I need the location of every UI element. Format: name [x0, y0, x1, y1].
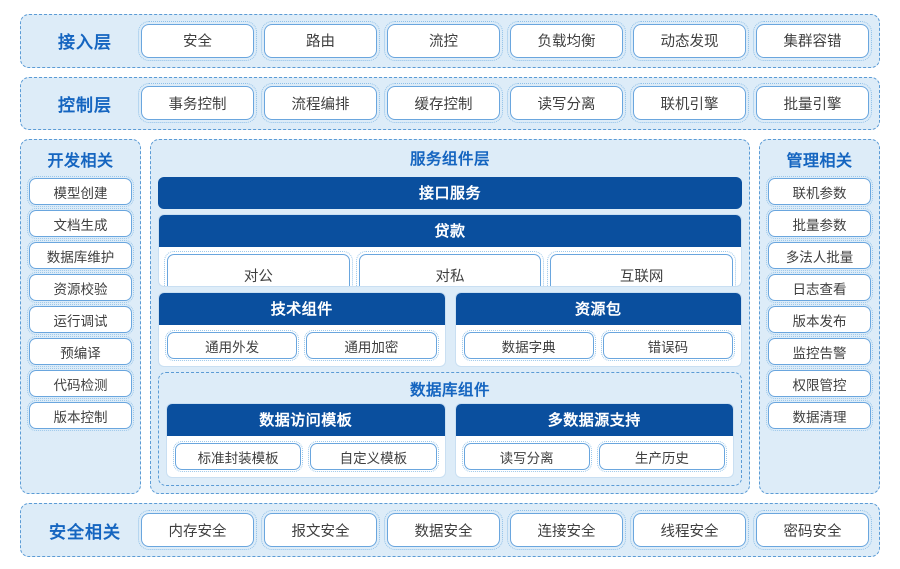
- resource-item-0[interactable]: 数据字典: [461, 330, 596, 362]
- interface-service-bar[interactable]: 接口服务: [158, 177, 742, 210]
- card-multi-datasource-body: 读写分离 生产历史: [456, 436, 734, 477]
- right-item-4[interactable]: 版本发布: [766, 304, 873, 336]
- card-tech-component-body: 通用外发 通用加密: [159, 325, 445, 366]
- right-column-management: 管理相关 联机参数 批量参数 多法人批量 日志查看 版本发布 监控告警 权限管控…: [759, 139, 880, 495]
- layer-title-security: 安全相关: [49, 522, 121, 542]
- left-item-6[interactable]: 代码检测: [27, 368, 134, 400]
- center-column-service-layer: 服务组件层 接口服务 贷款 对公 对私 互联网 技术组件 通用外发 通用加密: [150, 139, 750, 495]
- right-column-title: 管理相关: [786, 153, 853, 171]
- pill-access-4[interactable]: 动态发现: [630, 20, 749, 61]
- left-item-4[interactable]: 运行调试: [27, 304, 134, 336]
- tech-item-1[interactable]: 通用加密: [304, 330, 439, 362]
- loan-item-0[interactable]: 对公: [164, 251, 353, 287]
- layer-row-control: 控制层 事务控制 流程编排 缓存控制 读写分离 联机引擎 批量引擎: [20, 76, 880, 131]
- right-item-0[interactable]: 联机参数: [766, 176, 873, 208]
- right-item-1[interactable]: 批量参数: [766, 208, 873, 240]
- left-item-1[interactable]: 文档生成: [27, 208, 134, 240]
- card-loan-header: 贷款: [159, 215, 741, 248]
- data-access-item-1[interactable]: 自定义模板: [308, 441, 439, 473]
- layer-row-access: 接入层 安全 路由 流控 负载均衡 动态发现 集群容错: [20, 14, 880, 68]
- resource-item-1[interactable]: 错误码: [600, 330, 736, 362]
- card-multi-datasource-header: 多数据源支持: [455, 404, 733, 437]
- right-item-6[interactable]: 权限管控: [766, 368, 873, 400]
- layer-title-control: 控制层: [58, 95, 112, 115]
- pill-control-1[interactable]: 流程编排: [261, 83, 380, 124]
- pill-security-1[interactable]: 报文安全: [261, 510, 380, 551]
- loan-item-2[interactable]: 互联网: [547, 251, 737, 287]
- right-item-7[interactable]: 数据清理: [766, 400, 873, 432]
- pill-access-0[interactable]: 安全: [138, 20, 257, 61]
- pill-security-4[interactable]: 线程安全: [630, 510, 749, 551]
- pill-access-3[interactable]: 负载均衡: [507, 20, 626, 61]
- pill-control-4[interactable]: 联机引擎: [630, 83, 749, 124]
- left-item-7[interactable]: 版本控制: [27, 400, 134, 432]
- right-item-5[interactable]: 监控告警: [766, 336, 873, 368]
- pill-control-3[interactable]: 读写分离: [507, 83, 626, 124]
- card-data-access-template-body: 标准封装模板 自定义模板: [167, 436, 445, 477]
- pill-access-5[interactable]: 集群容错: [753, 20, 872, 61]
- left-column-development: 开发相关 模型创建 文档生成 数据库维护 资源校验 运行调试 预编译 代码检测 …: [20, 139, 141, 495]
- pair-database-cards: 数据访问模板 标准封装模板 自定义模板 多数据源支持 读写分离 生产历史: [166, 403, 734, 479]
- database-component-title: 数据库组件: [409, 382, 490, 400]
- left-item-3[interactable]: 资源校验: [27, 272, 134, 304]
- pill-security-5[interactable]: 密码安全: [753, 510, 872, 551]
- card-multi-datasource: 多数据源支持 读写分离 生产历史: [454, 403, 734, 479]
- pill-security-2[interactable]: 数据安全: [384, 510, 503, 551]
- pill-security-0[interactable]: 内存安全: [138, 510, 257, 551]
- card-resource-package: 资源包 数据字典 错误码: [454, 292, 742, 368]
- card-loan: 贷款 对公 对私 互联网: [158, 214, 742, 288]
- left-item-2[interactable]: 数据库维护: [27, 240, 134, 272]
- pill-security-3[interactable]: 连接安全: [507, 510, 626, 551]
- layer-title-access: 接入层: [58, 33, 112, 53]
- multi-datasource-item-0[interactable]: 读写分离: [461, 441, 592, 473]
- multi-datasource-item-1[interactable]: 生产历史: [596, 441, 728, 473]
- card-loan-body: 对公 对私 互联网: [159, 247, 741, 287]
- middle-region: 开发相关 模型创建 文档生成 数据库维护 资源校验 运行调试 预编译 代码检测 …: [20, 139, 880, 495]
- card-data-access-template: 数据访问模板 标准封装模板 自定义模板: [166, 403, 446, 479]
- layer-items-control: 事务控制 流程编排 缓存控制 读写分离 联机引擎 批量引擎: [138, 83, 872, 124]
- card-tech-component-header: 技术组件: [159, 293, 445, 326]
- pill-access-2[interactable]: 流控: [384, 20, 503, 61]
- pill-control-2[interactable]: 缓存控制: [384, 83, 503, 124]
- center-title: 服务组件层: [409, 151, 490, 169]
- pill-control-0[interactable]: 事务控制: [138, 83, 257, 124]
- layer-items-security: 内存安全 报文安全 数据安全 连接安全 线程安全 密码安全: [138, 510, 872, 551]
- pill-control-5[interactable]: 批量引擎: [753, 83, 872, 124]
- layer-row-security: 安全相关 内存安全 报文安全 数据安全 连接安全 线程安全 密码安全: [20, 503, 880, 558]
- tech-item-0[interactable]: 通用外发: [164, 330, 300, 362]
- right-item-2[interactable]: 多法人批量: [766, 240, 873, 272]
- layer-items-access: 安全 路由 流控 负载均衡 动态发现 集群容错: [138, 20, 872, 61]
- pair-tech-resource: 技术组件 通用外发 通用加密 资源包 数据字典 错误码: [158, 292, 742, 368]
- card-resource-package-header: 资源包: [455, 293, 741, 326]
- left-item-0[interactable]: 模型创建: [27, 176, 134, 208]
- loan-item-1[interactable]: 对私: [355, 251, 545, 287]
- left-column-title: 开发相关: [47, 153, 114, 171]
- data-access-item-0[interactable]: 标准封装模板: [172, 441, 304, 473]
- pill-access-1[interactable]: 路由: [261, 20, 380, 61]
- card-resource-package-body: 数据字典 错误码: [456, 325, 742, 366]
- card-tech-component: 技术组件 通用外发 通用加密: [158, 292, 446, 368]
- left-item-5[interactable]: 预编译: [27, 336, 134, 368]
- subpanel-database-component: 数据库组件 数据访问模板 标准封装模板 自定义模板 多数据源支持 读写分离 生: [158, 372, 742, 487]
- right-item-3[interactable]: 日志查看: [766, 272, 873, 304]
- card-data-access-template-header: 数据访问模板: [167, 404, 445, 437]
